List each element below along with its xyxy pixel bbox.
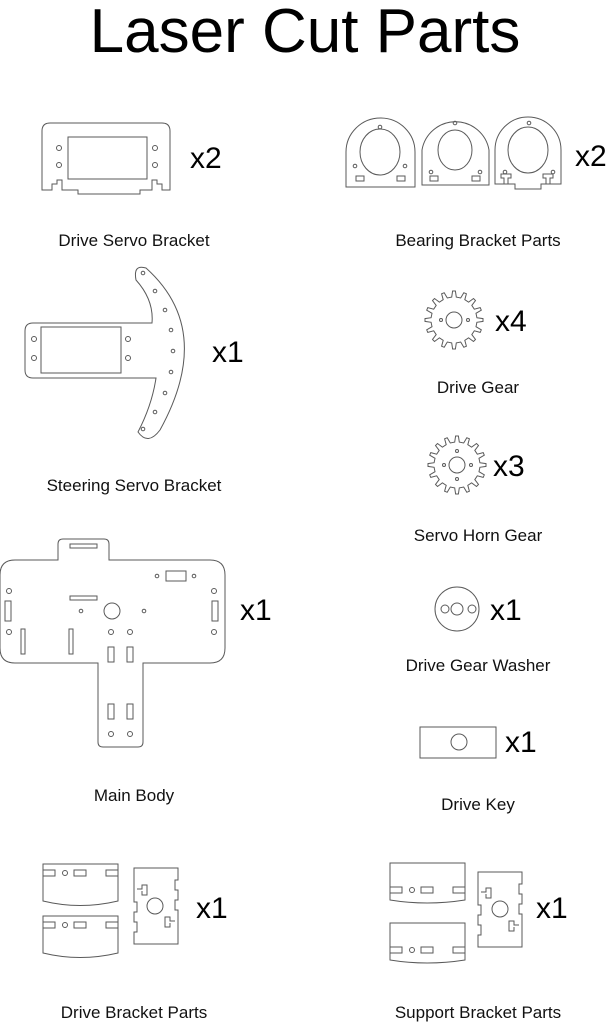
steering-servo-bracket [24,266,185,439]
drive-servo-bracket-label: Drive Servo Bracket [58,231,209,250]
drive-gear-washer [434,586,480,632]
drive-gear-washer-label: Drive Gear Washer [406,656,551,675]
drive-servo-bracket-qty: x2 [190,142,222,175]
servo-horn-gear [427,435,487,495]
drive-key [419,726,497,759]
main-body-qty: x1 [240,594,272,627]
drive-servo-bracket [41,122,171,195]
main-body [0,538,226,748]
drive-bracket-parts [42,863,179,958]
bearing-bracket-parts-qty: x2 [575,140,607,173]
steering-servo-bracket-qty: x1 [212,336,244,369]
servo-horn-gear-qty: x3 [493,450,525,483]
drive-gear [424,290,484,350]
drive-bracket-parts-qty: x1 [196,892,228,925]
main-body-label: Main Body [94,786,175,805]
support-bracket-parts-label: Support Bracket Parts [395,1003,561,1022]
support-bracket-parts [389,862,523,964]
drive-key-label: Drive Key [441,795,515,814]
drive-key-qty: x1 [505,726,537,759]
page-title: Laser Cut Parts [90,0,521,66]
steering-servo-bracket-label: Steering Servo Bracket [47,476,222,495]
servo-horn-gear-label: Servo Horn Gear [414,526,543,545]
drive-gear-washer-qty: x1 [490,594,522,627]
drive-bracket-parts-label: Drive Bracket Parts [61,1003,207,1022]
support-bracket-parts-qty: x1 [536,892,568,925]
drive-gear-label: Drive Gear [437,378,520,397]
gear-teeth-outline [427,435,487,495]
bearing-bracket-parts-label: Bearing Bracket Parts [395,231,560,250]
bearing-bracket-parts [345,116,562,190]
gear-teeth-outline [424,290,484,350]
drive-gear-qty: x4 [495,305,527,338]
